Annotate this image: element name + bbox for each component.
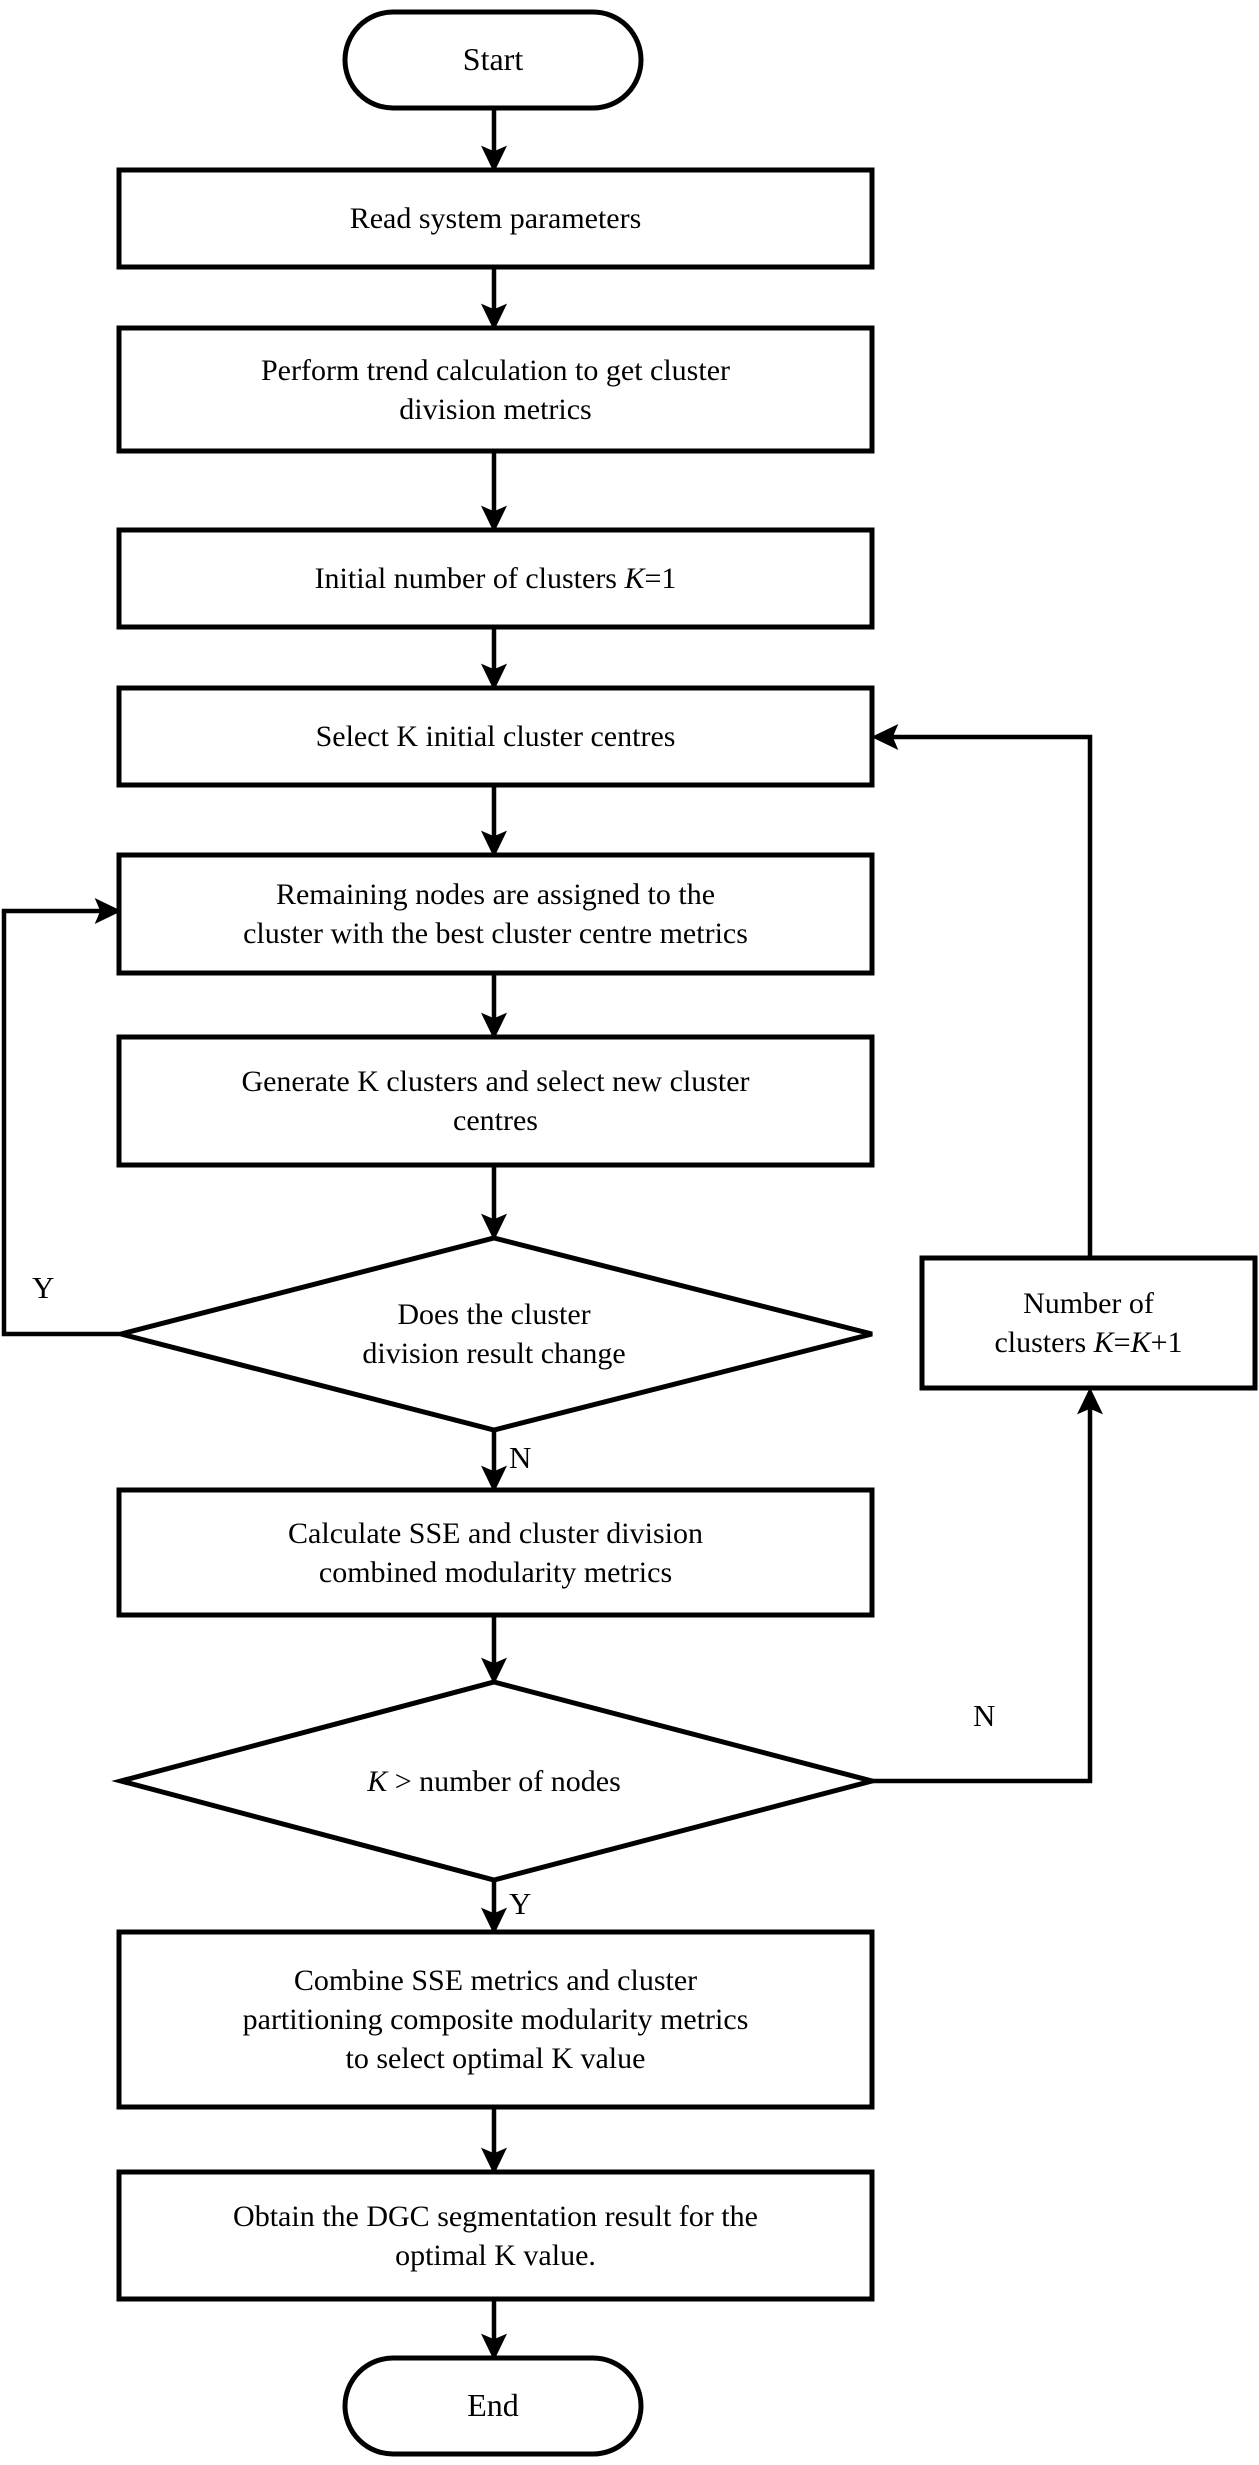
edge-label-change-yes: Y xyxy=(32,1270,55,1305)
node-init-k-shape[interactable] xyxy=(116,527,875,630)
node-increment-k-shape[interactable] xyxy=(919,1255,1258,1391)
edge-decision-yes-loop xyxy=(1,897,122,1337)
edge-label-k-nodes-yes: Y xyxy=(509,1886,532,1921)
node-trend-calc-shape[interactable] xyxy=(116,325,875,454)
node-assign-nodes-shape[interactable] xyxy=(116,852,875,976)
edge-increment-to-select xyxy=(871,723,1093,1258)
node-generate-clusters-shape[interactable] xyxy=(116,1034,875,1168)
edge-label-k-nodes-no: N xyxy=(973,1698,996,1733)
edge-label-change-no: N xyxy=(509,1440,532,1475)
edge-decision2-no-to-increment xyxy=(872,1387,1104,1784)
node-calc-sse-shape[interactable] xyxy=(116,1487,875,1618)
node-read-params-shape[interactable] xyxy=(116,167,875,270)
node-decision-k-nodes-shape[interactable] xyxy=(111,1679,882,1883)
node-decision-change-shape[interactable] xyxy=(120,1235,873,1433)
node-select-centres-shape[interactable] xyxy=(116,685,875,788)
node-end-shape[interactable] xyxy=(342,2355,644,2457)
node-start-shape[interactable] xyxy=(342,9,644,111)
node-obtain-result-shape[interactable] xyxy=(116,2169,875,2302)
node-combine-metrics-shape[interactable] xyxy=(116,1929,875,2110)
